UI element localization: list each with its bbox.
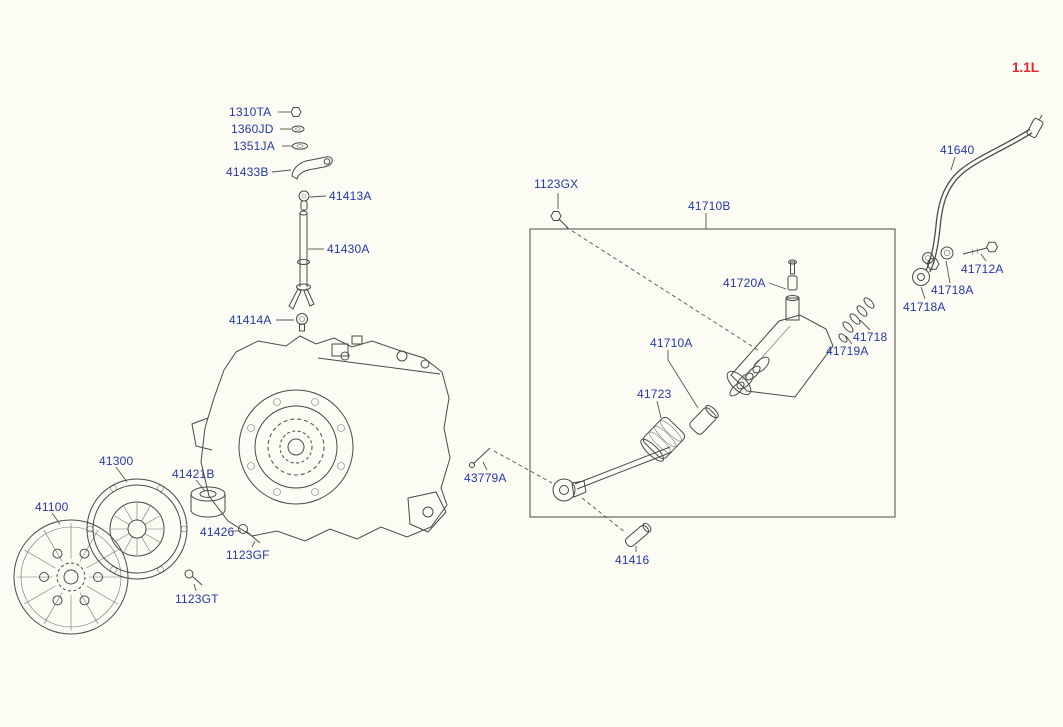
- part-label-41413A[interactable]: 41413A: [329, 189, 372, 203]
- part-label-41718A-lower[interactable]: 41718A: [903, 300, 946, 314]
- part-label-1351JA[interactable]: 1351JA: [233, 139, 275, 153]
- part-label-41720A[interactable]: 41720A: [723, 276, 766, 290]
- engine-variant-label: 1.1L: [1012, 60, 1040, 75]
- part-label-41416[interactable]: 41416: [615, 553, 650, 567]
- clutch-disc-drawing: [13, 519, 129, 635]
- pin-41416-drawing: [624, 522, 652, 548]
- part-label-41100[interactable]: 41100: [35, 500, 69, 514]
- part-label-41718A-upper[interactable]: 41718A: [931, 283, 974, 297]
- part-label-41710A[interactable]: 41710A: [650, 336, 693, 350]
- part-label-41421B[interactable]: 41421B: [172, 467, 215, 481]
- part-label-41430A[interactable]: 41430A: [327, 242, 370, 256]
- bolt-1123GX-drawing: [550, 211, 569, 229]
- part-label-1123GF[interactable]: 1123GF: [226, 548, 270, 562]
- release-bearing-drawing: [190, 486, 226, 518]
- clevis-pin-43779A-drawing: [469, 447, 491, 468]
- part-label-41640[interactable]: 41640: [940, 143, 975, 157]
- part-label-1123GX[interactable]: 1123GX: [534, 177, 579, 191]
- part-label-41426[interactable]: 41426: [200, 525, 235, 539]
- leader-lines: [51, 111, 987, 592]
- clutch-pipe-drawing: [912, 114, 1044, 286]
- clutch-cover-drawing: [86, 478, 188, 580]
- part-label-41719A[interactable]: 41719A: [826, 344, 869, 358]
- part-label-41712A[interactable]: 41712A: [961, 262, 1004, 276]
- part-label-41710B[interactable]: 41710B: [688, 199, 731, 213]
- release-cylinder-box: [529, 228, 896, 518]
- part-label-41300[interactable]: 41300: [99, 454, 134, 468]
- part-label-43779A[interactable]: 43779A: [464, 471, 507, 485]
- bolt-41426-drawing: [238, 524, 261, 544]
- part-label-41414A[interactable]: 41414A: [229, 313, 272, 327]
- bolt-1123GT-drawing: [184, 569, 203, 586]
- part-label-1360JD[interactable]: 1360JD: [231, 122, 274, 136]
- part-label-1310TA[interactable]: 1310TA: [229, 105, 272, 119]
- part-label-1123GT[interactable]: 1123GT: [175, 592, 219, 606]
- release-fork-drawing: [288, 107, 333, 332]
- part-label-41723[interactable]: 41723: [637, 387, 672, 401]
- transaxle-case-drawing: [191, 335, 451, 542]
- part-label-41433B[interactable]: 41433B: [226, 165, 269, 179]
- release-cylinder-drawing: [552, 259, 875, 502]
- part-label-41718[interactable]: 41718: [853, 330, 888, 344]
